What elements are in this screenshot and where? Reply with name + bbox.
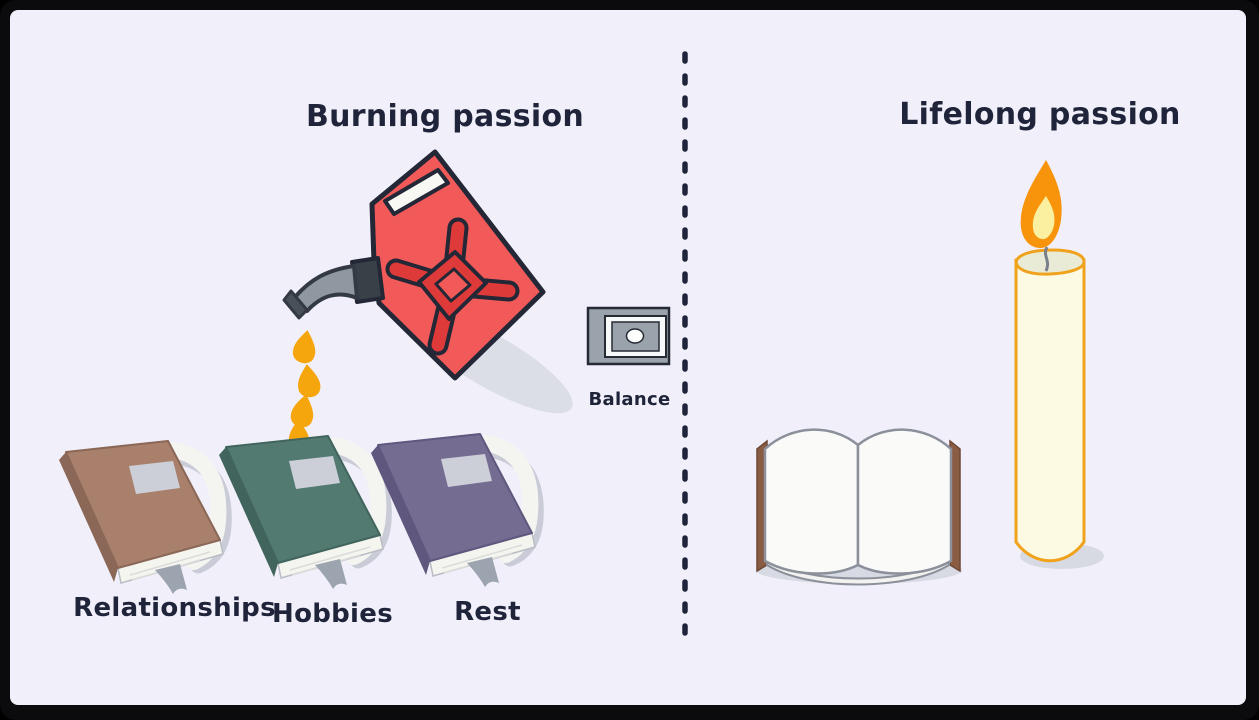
right-panel-title: Lifelong passion [899, 97, 1181, 132]
bookmark-ribbon [467, 557, 499, 587]
book-label-relationships: Relationships [73, 593, 276, 623]
book-label-hobbies: Hobbies [272, 599, 393, 629]
flame-inner [1032, 196, 1055, 240]
left-panel-title: Burning passion [305, 99, 585, 134]
candle-icon [1014, 160, 1104, 569]
gas-can-handle-slot [383, 168, 450, 216]
balance-buckle-icon [586, 306, 671, 366]
illustration-canvas: Burning passion Lifelong passion [10, 10, 1246, 705]
gas-can-spout [293, 264, 359, 313]
candle-body [1014, 258, 1086, 563]
gas-can-spout-tip [282, 289, 309, 320]
book-label-rest: Rest [454, 597, 521, 627]
balance-label: Balance [588, 389, 671, 410]
divider-dashed-line-icon [682, 51, 688, 641]
book-icon-hobbies [219, 435, 392, 589]
book-icon-relationships [59, 440, 232, 594]
bookmark-ribbon [155, 564, 187, 594]
open-book-icon [756, 428, 962, 586]
gas-can-icon [282, 149, 573, 414]
candle-top-rim [1014, 248, 1086, 276]
candle-wick [1043, 246, 1050, 272]
bookmark-ribbon [315, 559, 347, 589]
book-icon-rest [371, 433, 544, 587]
gas-can-emblem-hole [434, 267, 472, 303]
